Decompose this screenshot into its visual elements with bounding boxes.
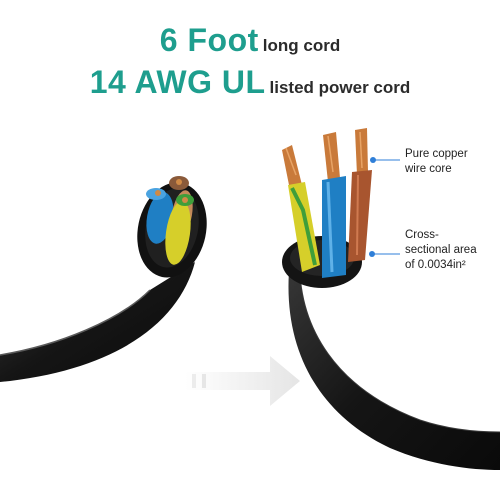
callout-area-line-1: Cross- bbox=[405, 229, 439, 241]
right-arrow-icon bbox=[185, 356, 300, 406]
headline-length: 6 Foot bbox=[159, 22, 259, 58]
callout-cross-section: Cross- sectional area of 0.0034in² bbox=[405, 228, 477, 273]
callout-copper-line-2: wire core bbox=[405, 163, 452, 175]
left-cable bbox=[0, 176, 207, 382]
callout-area-line-3: of 0.0034in² bbox=[405, 259, 466, 271]
callout-copper-line-1: Pure copper bbox=[405, 148, 468, 160]
headline-gauge: 14 AWG UL bbox=[89, 64, 266, 100]
callout-area-line-2: sectional area bbox=[405, 244, 477, 256]
right-cable bbox=[282, 128, 500, 470]
callout-markers bbox=[369, 157, 400, 257]
left-wire-bundle bbox=[146, 176, 194, 265]
callout-copper-core: Pure copper wire core bbox=[405, 147, 468, 177]
headline-length-caption: long cord bbox=[262, 36, 341, 55]
headline-gauge-caption: listed power cord bbox=[269, 78, 411, 97]
copper-tips bbox=[282, 128, 368, 190]
